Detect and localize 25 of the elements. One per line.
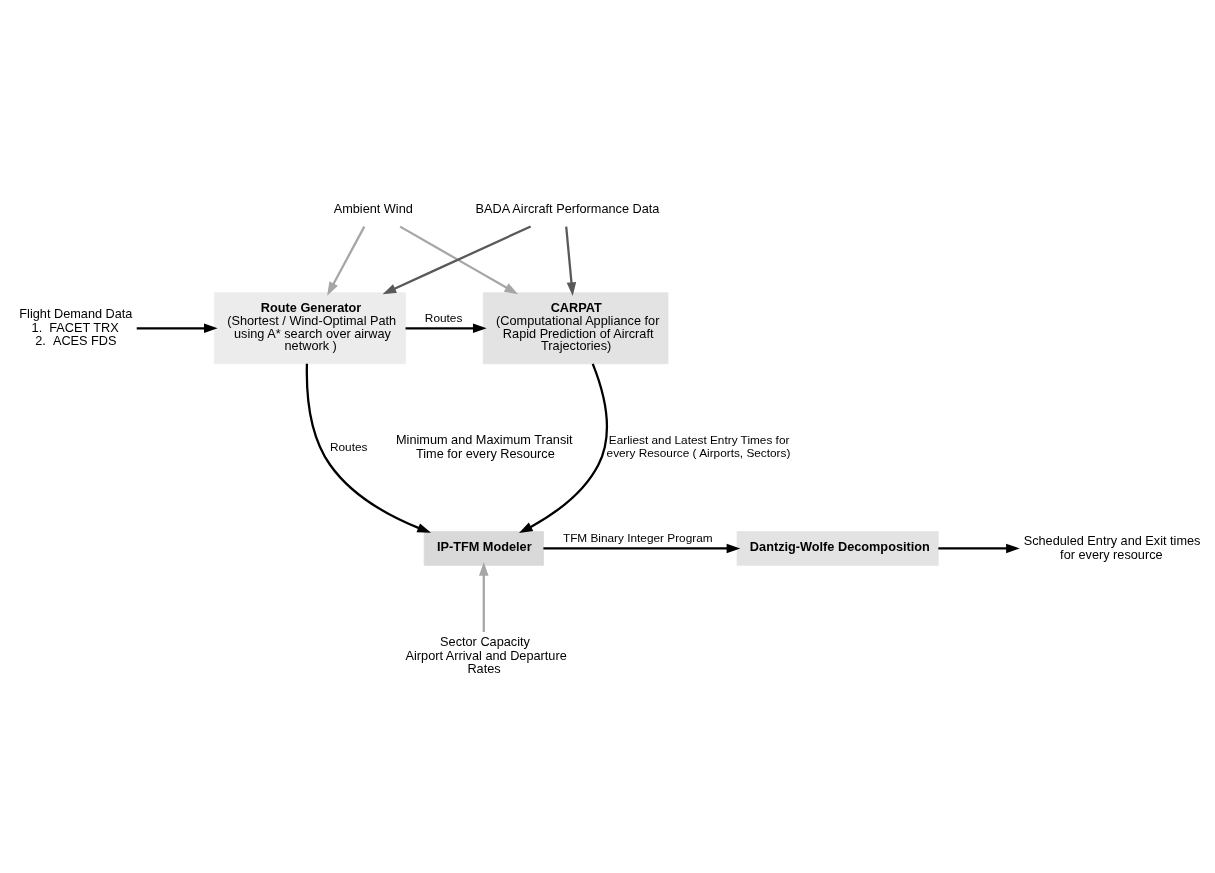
edge-label: Earliest and Latest Entry Times for every Resource ( Airports, Sectors) <box>606 432 791 460</box>
arrow <box>136 323 218 333</box>
node-box: Route Generator (Shortest / Wind-Optimal Path using A* search over airway network ) <box>214 291 406 364</box>
node-text: Scheduled Entry and Exit times for every resource <box>1023 532 1201 562</box>
arrow <box>565 226 577 296</box>
arrow <box>382 224 532 294</box>
arrow <box>405 323 487 333</box>
arrow <box>938 543 1020 553</box>
arrow <box>305 363 431 533</box>
edge-label: TFM Binary Integer Program <box>562 530 713 545</box>
edge-label: Routes <box>330 439 368 454</box>
arrow <box>327 225 366 296</box>
arrow <box>518 362 608 533</box>
arrow <box>543 543 741 553</box>
node-text: Flight Demand Data 1. FACET TRX 2. ACES FDS <box>19 305 133 348</box>
node-box: CARPAT (Computational Appliance for Rapid Prediction of Aircraft Trajectories) <box>482 291 669 364</box>
edge-label: Routes <box>424 310 463 325</box>
label: Minimum and Maximum Transit Time for every Resource <box>395 431 573 461</box>
node-box: Dantzig-Wolfe Decomposition <box>736 530 939 566</box>
node-text: Ambient Wind <box>333 200 413 216</box>
node-text: Sector Capacity Airport Arrival and Departure Rates <box>405 633 567 676</box>
arrow <box>479 561 489 632</box>
arrow <box>399 225 519 294</box>
node-text: BADA Aircraft Performance Data <box>475 200 660 216</box>
node-box: IP-TFM Modeler <box>423 530 544 566</box>
